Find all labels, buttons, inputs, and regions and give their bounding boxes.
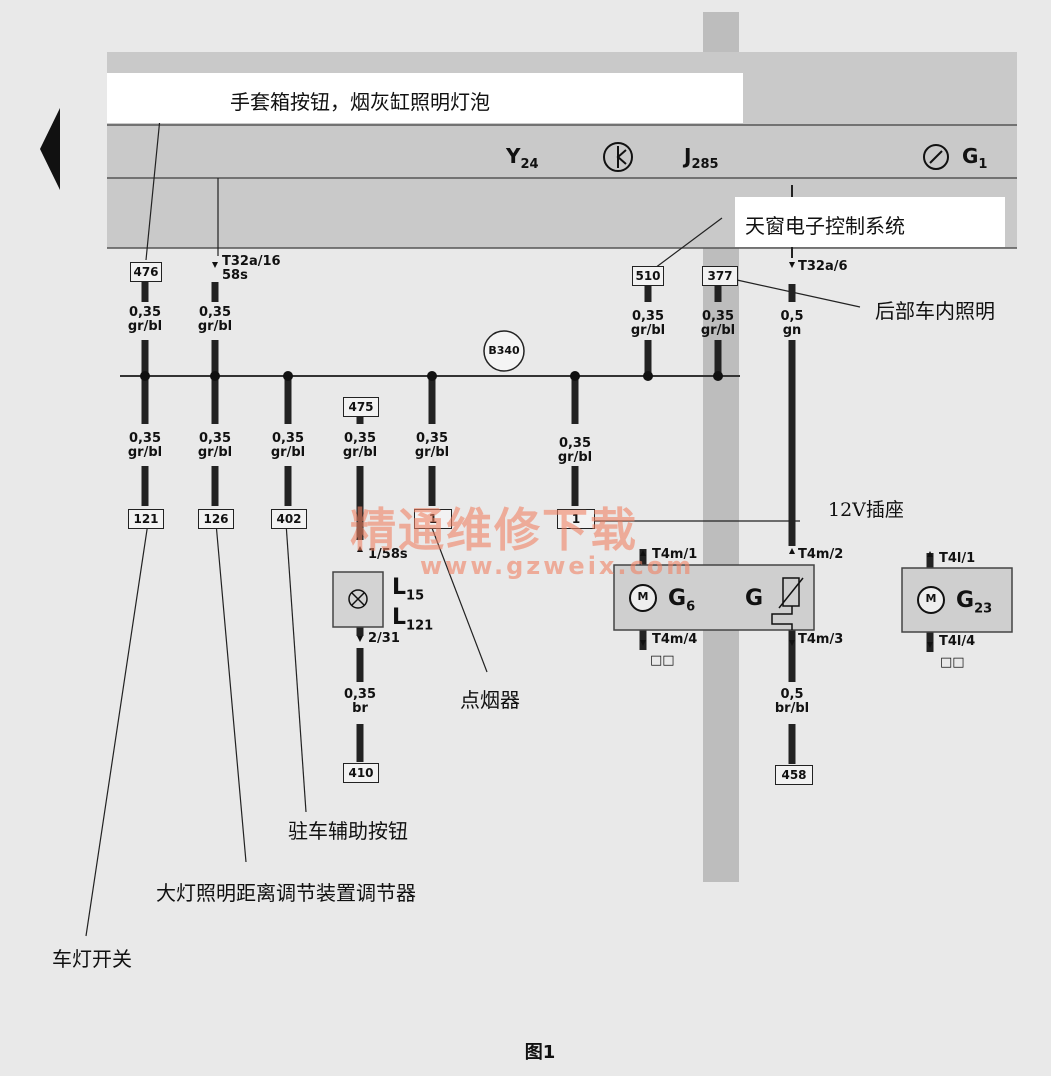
t32a6-label: T32a/6 — [798, 259, 848, 274]
splice-dots — [140, 371, 723, 381]
fuel-sender-box — [613, 564, 815, 631]
pin-t4l4: T4l/4 — [939, 634, 976, 649]
pin-2-31: 2/31 — [368, 631, 400, 646]
connector-arrows — [212, 262, 933, 648]
callout-sunroof: 天窗电子控制系统 — [745, 214, 905, 238]
pin-t4l4-squares: □□ — [940, 655, 965, 670]
wire-number-377: 377 — [702, 266, 738, 286]
label-g: G — [745, 586, 764, 611]
callout-parking: 驻车辅助按钮 — [288, 819, 408, 843]
wire-number-402: 402 — [271, 509, 307, 529]
pin-t4m1: T4m/1 — [652, 547, 698, 562]
wire-number-410: 410 — [343, 763, 379, 783]
callout-box-top — [107, 73, 743, 123]
motor-g6-icon — [629, 584, 657, 612]
gauge-icon — [923, 144, 949, 170]
motor-g23-icon — [917, 586, 945, 614]
bus-g1: G1 — [962, 144, 988, 172]
callout-glovebox: 手套箱按钮，烟灰缸照明灯泡 — [230, 90, 490, 114]
resistor-icon — [782, 577, 800, 607]
callout-rear-light: 后部车内照明 — [875, 299, 995, 323]
callout-leaders — [85, 117, 861, 937]
pin-t4m2: T4m/2 — [798, 547, 844, 562]
label-g6: G6 — [668, 586, 696, 615]
callout-cigar: 点烟器 — [460, 688, 520, 712]
label-g23: G23 — [956, 588, 993, 617]
pin-t4l1: T4l/1 — [939, 551, 976, 566]
wire-number-475: 475 — [343, 397, 379, 417]
bus-j285: J285 — [684, 144, 719, 172]
wire-number-458: 458 — [775, 765, 813, 785]
callout-headlamp: 大灯照明距离调节装置调节器 — [156, 881, 416, 905]
bulb-icon — [348, 589, 368, 609]
wire-number-510: 510 — [632, 266, 664, 286]
wire-number-476: 476 — [130, 262, 162, 282]
wire-number-socket: 1 — [557, 509, 595, 529]
wire-set — [141, 282, 934, 764]
pin-t4m4-squares: □□ — [650, 653, 675, 668]
wire-number-126: 126 — [198, 509, 234, 529]
watermark-main: 精通维修下载 — [350, 503, 638, 557]
callout-socket: 12V插座 — [828, 499, 904, 521]
callout-box-sunroof — [735, 197, 1005, 247]
pin-t4m3: T4m/3 — [798, 632, 844, 647]
b340-label: B340 — [488, 344, 520, 357]
callout-light-switch: 车灯开关 — [52, 947, 132, 971]
left-arrow-icon — [40, 108, 60, 190]
figure-caption: 图1 — [524, 1042, 556, 1063]
indicator-lamp-icon — [603, 142, 633, 172]
watermark-url: www.gzweix.com — [420, 552, 695, 580]
label-l15-l121: L15 L121 — [392, 575, 434, 634]
motor-letter-g23: M — [925, 592, 937, 605]
motor-letter-g6: M — [637, 590, 649, 603]
bus-y24: Y24 — [506, 144, 539, 172]
pin-t4m4: T4m/4 — [652, 632, 698, 647]
b340-splice — [483, 330, 525, 372]
pin-1-58s: 1/58s — [368, 547, 408, 562]
wire-number-cigar: 1 — [414, 509, 452, 529]
wire-number-121: 121 — [128, 509, 164, 529]
